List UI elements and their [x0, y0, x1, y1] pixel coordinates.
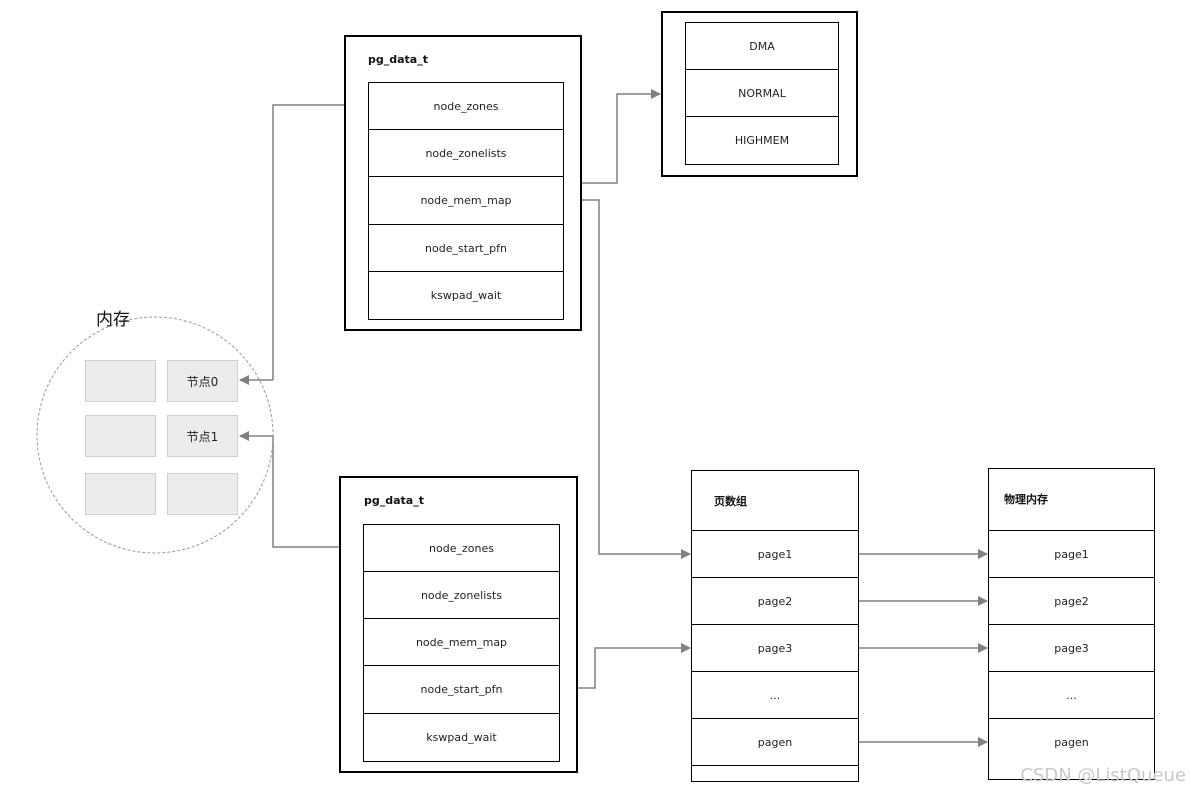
physical-memory-item: ...: [989, 672, 1154, 719]
arrow-node0-to-top-pgdata: [272, 100, 367, 380]
zone-item: NORMAL: [686, 70, 838, 117]
physical-memory: 物理内存 page1 page2 page3 ... pagen: [988, 468, 1155, 780]
pgdata-top-field: node_zonelists: [369, 130, 563, 177]
memory-circle: [36, 316, 274, 554]
pgdata-bottom-field: node_mem_map: [364, 619, 559, 666]
watermark: CSDN @ListQueue: [1020, 765, 1186, 786]
physical-memory-title: 物理内存: [1004, 493, 1048, 506]
arrow-top-pgdata-to-zones: [582, 89, 661, 184]
zone-item: DMA: [686, 23, 838, 70]
pgdata-bottom-fields: node_zones node_zonelists node_mem_map n…: [363, 524, 560, 762]
page-array-divider: [692, 530, 858, 531]
page-array-item: pagen: [692, 719, 858, 766]
pgdata-top-field: node_mem_map: [369, 177, 563, 225]
page-array-item: page3: [692, 625, 858, 672]
memory-cell-empty: [85, 415, 156, 457]
node-0: 节点0: [167, 360, 238, 402]
page-array: 页数组 page1 page2 page3 ... pagen: [691, 470, 859, 782]
pgdata-top-field: kswpad_wait: [430, 289, 502, 302]
page-array-item: page2: [692, 578, 858, 625]
pgdata-top-fields: node_zones node_zonelists node_mem_map n…: [368, 82, 564, 320]
pgdata-top-field: node_zones: [369, 83, 563, 130]
zone-item: HIGHMEM: [734, 134, 790, 147]
page-array-title: 页数组: [714, 495, 747, 508]
pgdata-top-field: node_start_pfn: [369, 225, 563, 272]
zones-container: DMA NORMAL HIGHMEM: [661, 11, 858, 177]
pgdata-top-title: pg_data_t: [368, 53, 428, 66]
memory-cell-empty: [85, 473, 156, 515]
pgdata-bottom-field: node_start_pfn: [364, 666, 559, 714]
pgdata-bottom-field: node_zonelists: [364, 572, 559, 619]
arrow-node1-to-bottom-pgdata: [272, 436, 363, 552]
page-array-item: page1: [692, 531, 858, 578]
physical-memory-divider: [989, 530, 1154, 531]
arrow-top-memmap-to-page1: [564, 199, 691, 559]
pgdata-top: pg_data_t node_zones node_zonelists node…: [344, 35, 582, 331]
pgdata-bottom-title: pg_data_t: [364, 494, 424, 507]
pgdata-bottom: pg_data_t node_zones node_zonelists node…: [339, 476, 578, 773]
physical-memory-item: page1: [989, 531, 1154, 578]
node-1: 节点1: [167, 415, 238, 457]
physical-memory-item: pagen: [1054, 736, 1089, 749]
memory-label: 内存: [96, 310, 130, 330]
physical-memory-item: page2: [989, 578, 1154, 625]
page-array-item: ...: [692, 672, 858, 719]
memory-cell-empty: [167, 473, 238, 515]
pgdata-bottom-field: kswpad_wait: [426, 731, 497, 744]
physical-memory-item: page3: [989, 625, 1154, 672]
pgdata-bottom-field: node_zones: [364, 525, 559, 572]
zones-list: DMA NORMAL HIGHMEM: [685, 22, 839, 165]
memory-cell-empty: [85, 360, 156, 402]
